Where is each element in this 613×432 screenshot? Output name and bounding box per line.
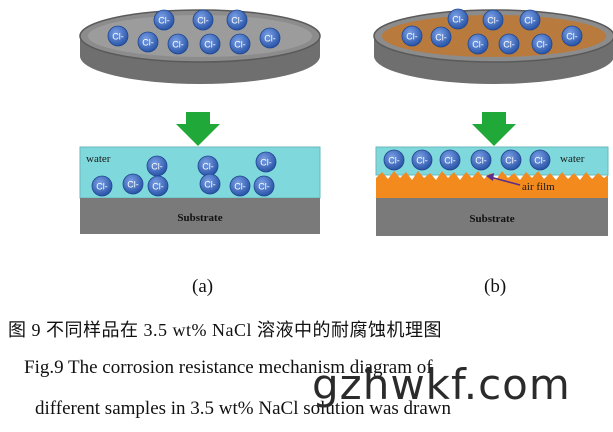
chloride-ion: Cl- (146, 155, 168, 177)
chloride-ion: Cl- (531, 33, 553, 55)
svg-text:Cl-: Cl- (452, 15, 464, 25)
svg-text:Cl-: Cl- (406, 32, 418, 42)
svg-text:Cl-: Cl- (566, 32, 578, 42)
dish-a-ions: Cl- Cl- Cl- Cl- Cl- Cl- Cl- Cl- Cl- (107, 9, 281, 55)
svg-text:Cl-: Cl- (475, 156, 487, 166)
svg-text:Cl-: Cl- (234, 40, 246, 50)
chloride-ion: Cl- (561, 25, 583, 47)
chloride-ion: Cl- (199, 33, 221, 55)
water-label-b: water (560, 153, 585, 165)
air-film-layer (376, 171, 608, 198)
chloride-ion: Cl- (229, 175, 251, 197)
svg-text:Cl-: Cl- (172, 40, 184, 50)
chloride-ion: Cl- (401, 25, 423, 47)
chloride-ion: Cl- (122, 173, 144, 195)
chloride-ion: Cl- (383, 149, 405, 171)
chloride-ion: Cl- (411, 149, 433, 171)
chloride-ion: Cl- (197, 155, 219, 177)
chloride-ion: Cl- (430, 26, 452, 48)
chloride-ion: Cl- (498, 33, 520, 55)
svg-text:Cl-: Cl- (258, 182, 270, 192)
svg-text:Cl-: Cl- (534, 156, 546, 166)
svg-text:Cl-: Cl- (416, 156, 428, 166)
chloride-ion: Cl- (500, 149, 522, 171)
dish-a (79, 9, 321, 84)
down-arrow-icon (176, 112, 220, 146)
chloride-ion: Cl- (529, 149, 551, 171)
air-film-label: air film (522, 181, 555, 193)
chloride-ion: Cl- (91, 175, 113, 197)
svg-text:Cl-: Cl- (142, 38, 154, 48)
chloride-ion: Cl- (167, 33, 189, 55)
water-b-ions: Cl- Cl- Cl- Cl- Cl- Cl- (383, 149, 551, 171)
svg-text:Cl-: Cl- (96, 182, 108, 192)
chloride-ion: Cl- (255, 151, 277, 173)
svg-text:Cl-: Cl- (127, 180, 139, 190)
svg-text:Cl-: Cl- (524, 16, 536, 26)
substrate-a: Substrate (80, 198, 320, 234)
substrate-label-b: Substrate (469, 213, 514, 225)
watermark: gzhwkf.com (312, 360, 571, 409)
svg-text:Cl-: Cl- (260, 158, 272, 168)
svg-text:Cl-: Cl- (151, 162, 163, 172)
substrate-label-a: Substrate (177, 212, 222, 224)
svg-text:Cl-: Cl- (204, 40, 216, 50)
svg-text:Cl-: Cl- (152, 182, 164, 192)
svg-text:Cl-: Cl- (503, 40, 515, 50)
chloride-ion: Cl- (447, 8, 469, 30)
water-label-a: water (86, 153, 111, 165)
chloride-ion: Cl- (107, 25, 129, 47)
svg-text:Cl-: Cl- (444, 156, 456, 166)
chloride-ion: Cl- (439, 149, 461, 171)
substrate-b: Substrate (376, 198, 608, 236)
svg-text:Cl-: Cl- (112, 32, 124, 42)
water-a-ions: Cl- Cl- Cl- Cl- Cl- Cl- Cl- Cl- Cl- (91, 151, 277, 197)
chloride-ion: Cl- (519, 9, 541, 31)
panel-label-a: (a) (192, 276, 214, 297)
svg-text:Cl-: Cl- (264, 34, 276, 44)
down-arrow-icon (472, 112, 516, 146)
chloride-ion: Cl- (192, 9, 214, 31)
dish-b-ions: Cl- Cl- Cl- Cl- Cl- Cl- Cl- Cl- Cl- (401, 8, 583, 55)
svg-text:Cl-: Cl- (435, 33, 447, 43)
chloride-ion: Cl- (482, 9, 504, 31)
svg-text:Cl-: Cl- (487, 16, 499, 26)
water-layer-b: water (375, 146, 609, 176)
svg-text:Cl-: Cl- (472, 40, 484, 50)
svg-text:Cl-: Cl- (197, 16, 209, 26)
svg-text:Cl-: Cl- (536, 40, 548, 50)
chloride-ion: Cl- (470, 149, 492, 171)
svg-text:Cl-: Cl- (388, 156, 400, 166)
panel-label-b: (b) (484, 276, 507, 297)
chloride-ion: Cl- (153, 9, 175, 31)
chloride-ion: Cl- (259, 27, 281, 49)
svg-text:Cl-: Cl- (234, 182, 246, 192)
panel-a: Cl-Cl-Cl-Cl-Cl-Cl-Cl-Cl-Cl- water Cl-Cl-… (79, 9, 321, 234)
chloride-ion: Cl- (226, 9, 248, 31)
svg-text:Cl-: Cl- (231, 16, 243, 26)
chloride-ion: Cl- (229, 33, 251, 55)
chloride-ion: Cl- (199, 173, 221, 195)
svg-text:Cl-: Cl- (505, 156, 517, 166)
chloride-ion: Cl- (147, 175, 169, 197)
figure-caption-english-line2: different samples in 3.5 wt% NaCl soluti… (35, 398, 451, 419)
svg-text:Cl-: Cl- (204, 180, 216, 190)
chloride-ion: Cl- (467, 33, 489, 55)
chloride-ion: Cl- (137, 31, 159, 53)
figure-caption-english-line1: Fig.9 The corrosion resistance mechanism… (24, 357, 433, 378)
figure-caption-chinese: 图 9 不同样品在 3.5 wt% NaCl 溶液中的耐腐蚀机理图 (8, 320, 442, 340)
chloride-ion: Cl- (253, 175, 275, 197)
svg-text:Cl-: Cl- (202, 162, 214, 172)
panel-b: Cl-Cl-Cl-Cl-Cl-Cl-Cl-Cl-Cl- water Cl-Cl-… (373, 8, 613, 236)
svg-text:Cl-: Cl- (158, 16, 170, 26)
air-film-pointer-arrow (486, 173, 521, 186)
